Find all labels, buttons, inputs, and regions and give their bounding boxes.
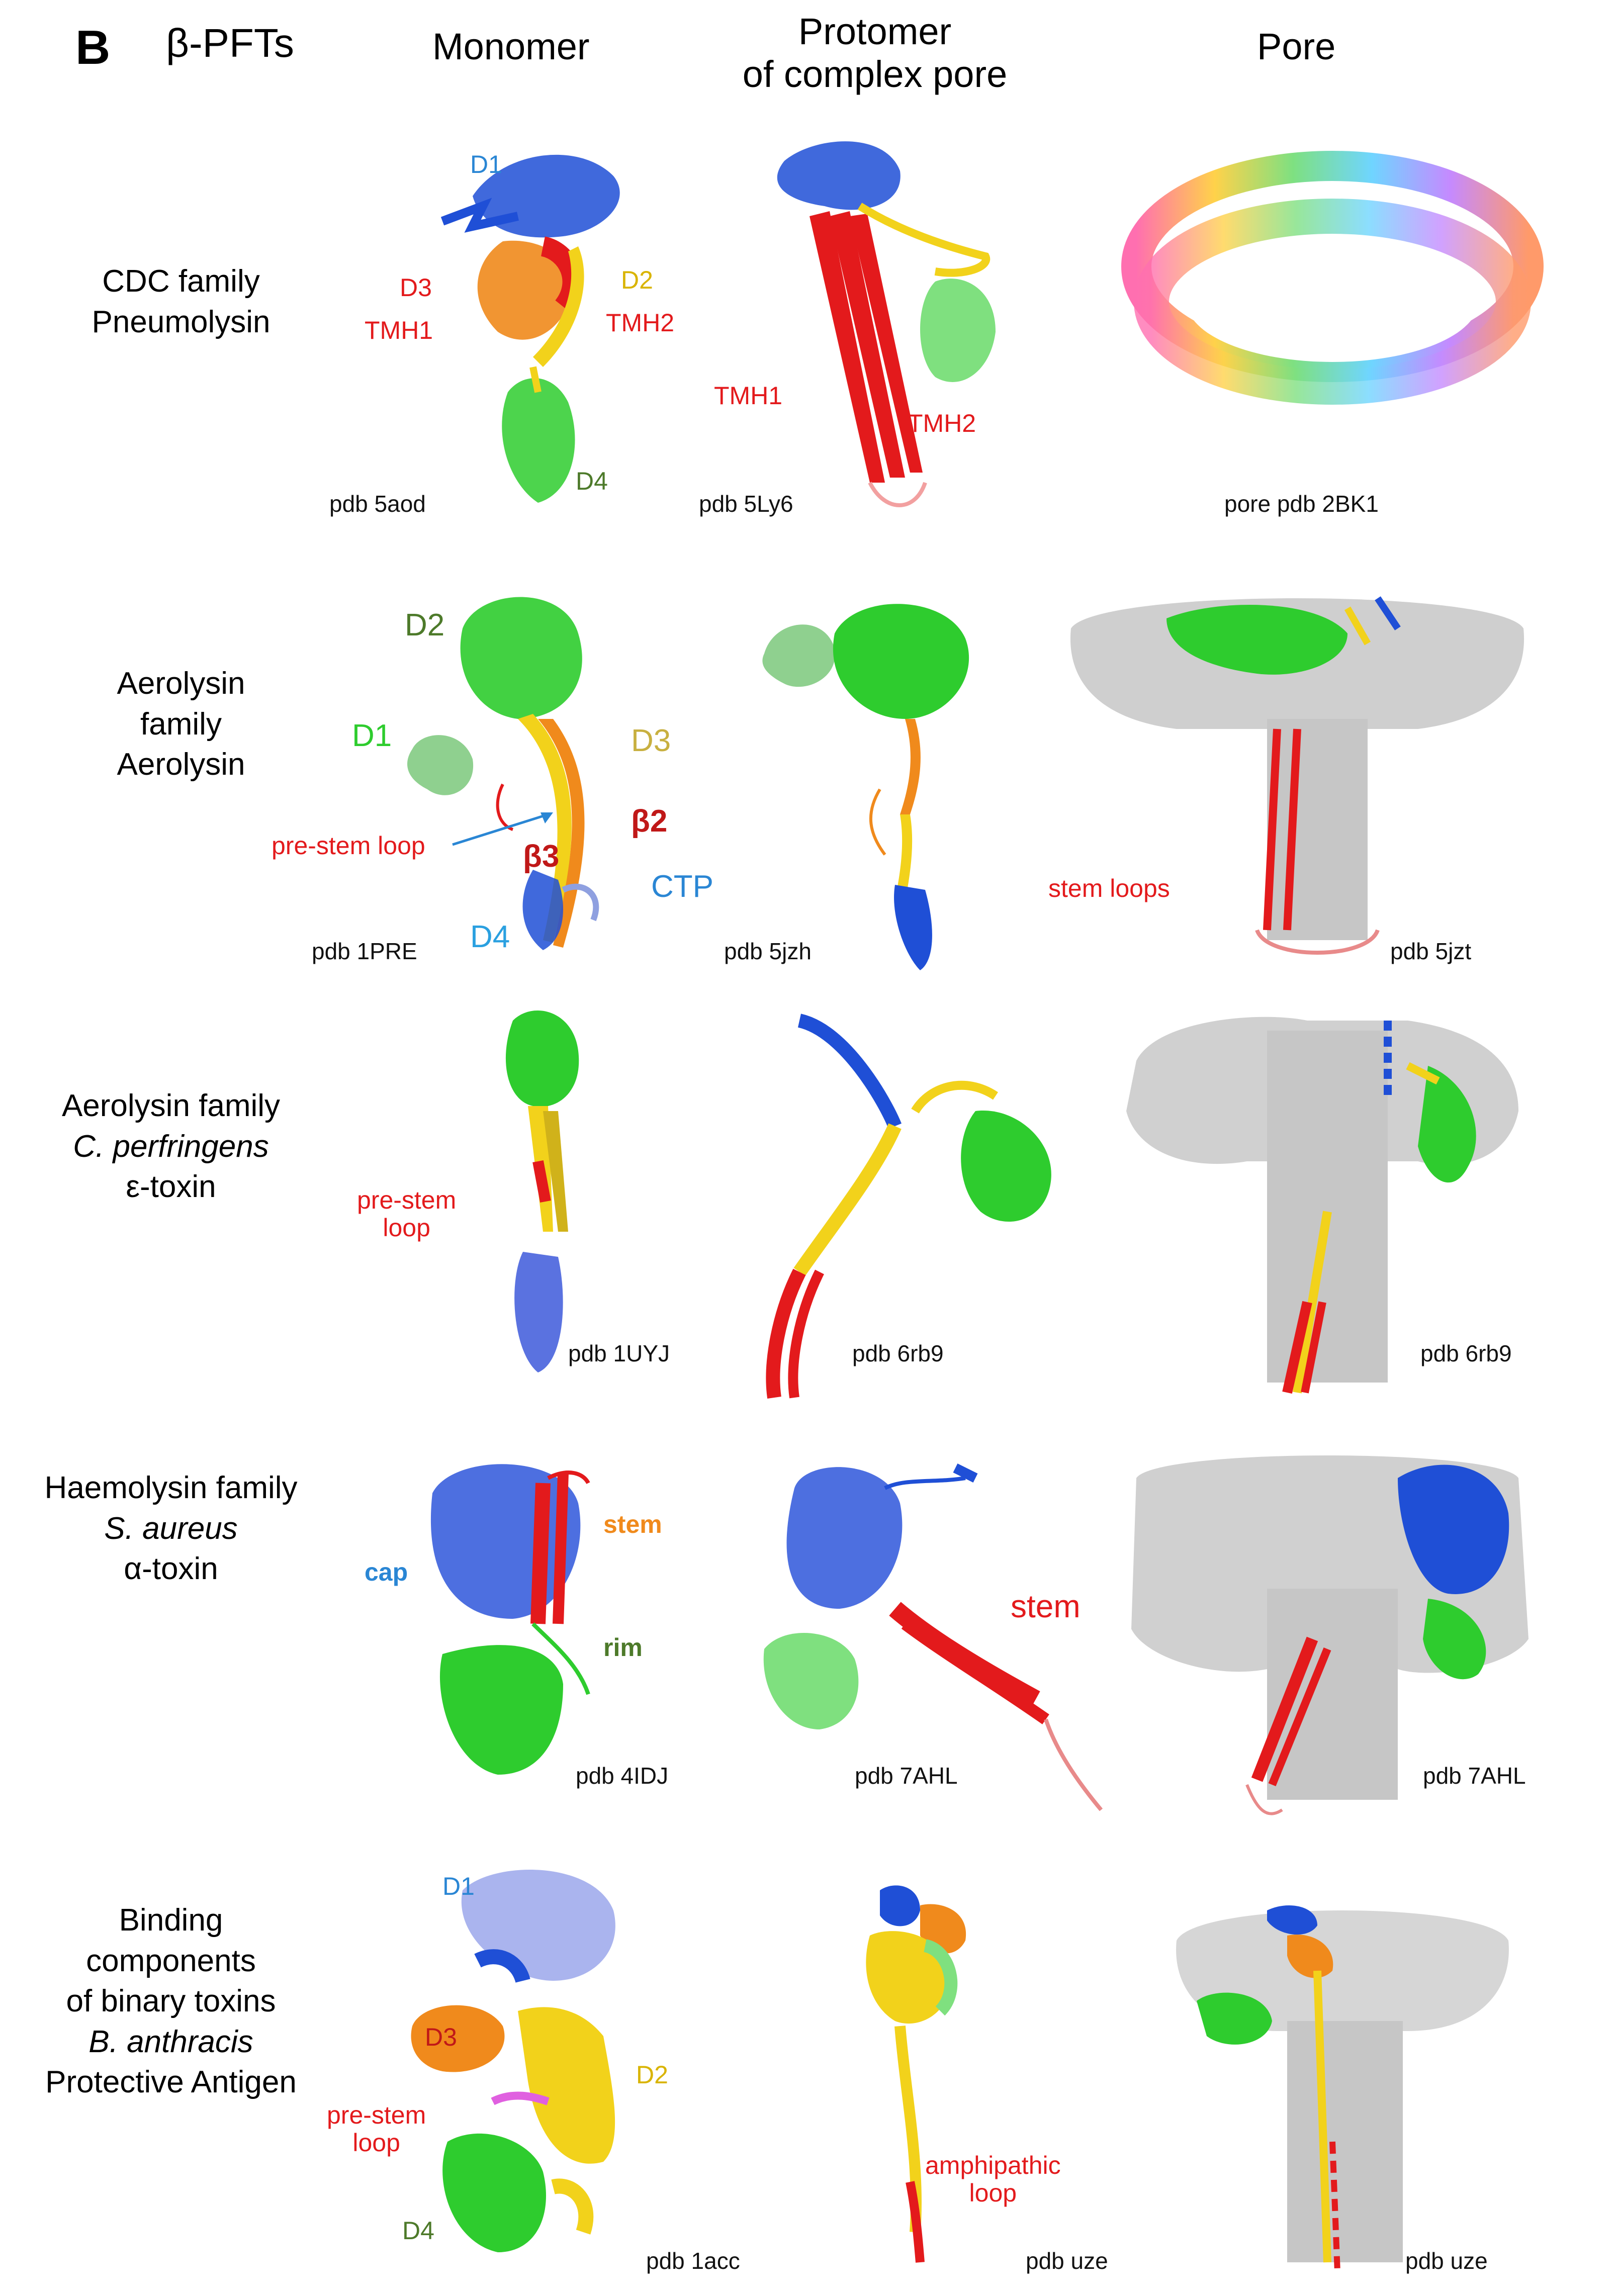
structure-protomer-uze — [866, 1885, 966, 2263]
pdb-label: pdb 6rb9 — [1420, 1340, 1512, 1366]
annotation-line: loop — [969, 2179, 1017, 2207]
pdb-label: pdb uze — [1405, 2248, 1488, 2274]
annotation-beta2: β2 — [631, 804, 668, 839]
annotation-prestem-loop: pre-stem loop — [272, 832, 425, 860]
annotation-rim: rim — [603, 1633, 643, 1662]
annotation-prestem-loop: pre-stem loop — [327, 2101, 426, 2157]
annotation-tmh1: TMH1 — [714, 382, 783, 410]
annotation-tmh2: TMH2 — [908, 409, 976, 437]
panel-title: β-PFTs — [166, 21, 294, 65]
row-label-line: Protective Antigen — [45, 2065, 297, 2100]
row-label-line: C. perfringens — [73, 1129, 269, 1164]
pdb-label: pdb 1PRE — [312, 938, 417, 964]
pdb-label: pdb 1UYJ — [568, 1340, 670, 1366]
structure-pore-6rb9 — [1126, 1017, 1518, 1394]
annotation-d3: D3 — [425, 2023, 457, 2051]
column-header-protomer-line2: of complex pore — [742, 53, 1008, 96]
pdb-label: pdb 1acc — [646, 2248, 740, 2274]
structure-protomer-5ly6 — [777, 141, 996, 507]
pdb-label: pdb 5jzh — [724, 938, 812, 964]
row-label-protective-antigen: Binding components of binary toxins B. a… — [10, 1900, 332, 2103]
row-label-line: of binary toxins — [66, 1984, 276, 2019]
structure-monomer-1uyj — [505, 1011, 579, 1372]
column-header-pore: Pore — [1257, 26, 1336, 67]
annotation-d2: D2 — [621, 266, 653, 294]
arrow-prestem — [452, 812, 553, 846]
column-header-monomer: Monomer — [432, 26, 590, 67]
annotation-ctp: CTP — [651, 869, 713, 904]
annotation-line: amphipathic — [925, 2151, 1061, 2179]
structure-monomer-5aod — [440, 154, 620, 503]
pdb-label: pdb 5aod — [329, 491, 426, 517]
row-label-line: Aerolysin — [117, 747, 245, 782]
pdb-label: pdb 7AHL — [1423, 1763, 1526, 1789]
annotation-d2: D2 — [636, 2061, 668, 2089]
structure-pore-2bk1 — [1121, 151, 1544, 405]
annotation-line: loop — [352, 2129, 400, 2157]
pdb-label: pdb uze — [1026, 2248, 1108, 2274]
row-label-alpha-toxin: Haemolysin family S. aureus α-toxin — [10, 1468, 332, 1590]
annotation-tmh2: TMH2 — [606, 309, 675, 337]
column-header-protomer: Protomer of complex pore — [719, 10, 1031, 96]
column-header-protomer-line1: Protomer — [798, 11, 952, 52]
pdb-label: pdb 4IDJ — [576, 1763, 669, 1789]
row-label-aerolysin: Aerolysin family Aerolysin — [20, 664, 342, 785]
annotation-d3: D3 — [631, 723, 671, 758]
structure-protomer-6rb9 — [766, 1014, 1051, 1399]
annotation-d1: D1 — [470, 150, 502, 178]
row-label-epsilon-toxin: Aerolysin family C. perfringens ε-toxin — [10, 1086, 332, 1208]
pdb-label: pdb 5jzt — [1390, 938, 1472, 964]
annotation-cap: cap — [365, 1558, 408, 1586]
annotation-line: pre-stem — [357, 1186, 457, 1214]
row-label-line: Aerolysin family — [61, 1088, 281, 1123]
pdb-label: pdb 5Ly6 — [699, 491, 793, 517]
annotation-d1: D1 — [352, 718, 392, 753]
pdb-label: pdb 6rb9 — [852, 1340, 944, 1366]
structure-protomer-7ahl — [763, 1463, 1103, 1811]
structure-monomer-4idj — [430, 1464, 590, 1775]
annotation-stem: stem — [1011, 1588, 1081, 1624]
pdb-label: pdb 7AHL — [855, 1763, 958, 1789]
annotation-d4: D4 — [470, 920, 510, 954]
row-label-line: α-toxin — [124, 1551, 218, 1587]
row-label-cdc: CDC family Pneumolysin — [20, 261, 342, 342]
row-label-line: Haemolysin family — [44, 1471, 298, 1505]
annotation-beta3: β3 — [523, 839, 560, 874]
annotation-d3: D3 — [400, 273, 432, 302]
annotation-amphipathic-loop: amphipathic loop — [925, 2152, 1061, 2207]
annotation-stem: stem — [603, 1510, 662, 1538]
annotation-d4: D4 — [576, 467, 608, 495]
structure-pore-5jzt — [1070, 596, 1524, 955]
row-label-line: CDC family — [102, 264, 260, 299]
row-label-line: Aerolysin — [117, 666, 245, 701]
row-label-line: S. aureus — [104, 1511, 238, 1546]
pdb-label: pore pdb 2BK1 — [1224, 491, 1379, 517]
annotation-line: pre-stem — [327, 2101, 426, 2129]
row-label-line: ε-toxin — [126, 1169, 216, 1205]
row-label-line: Binding — [119, 1903, 223, 1938]
annotation-d1: D1 — [442, 1872, 475, 1900]
row-label-line: Pneumolysin — [92, 304, 271, 339]
annotation-line: loop — [383, 1214, 430, 1242]
structure-monomer-1pre — [407, 597, 599, 950]
panel-letter: B — [75, 21, 111, 74]
row-label-line: family — [140, 706, 222, 742]
structure-protomer-5jzh — [762, 604, 969, 970]
annotation-tmh1: TMH1 — [365, 316, 433, 344]
row-label-line: components — [86, 1943, 256, 1978]
structure-pore-7ahl — [1131, 1455, 1529, 1815]
row-label-line: B. anthracis — [88, 2024, 253, 2059]
structure-monomer-1acc — [411, 1870, 615, 2252]
annotation-d4: D4 — [402, 2217, 434, 2245]
annotation-stem-loops: stem loops — [1048, 874, 1170, 902]
structure-pore-uze — [1176, 1905, 1509, 2273]
annotation-prestem-loop: pre-stem loop — [357, 1186, 456, 1242]
annotation-d2: D2 — [405, 608, 445, 642]
